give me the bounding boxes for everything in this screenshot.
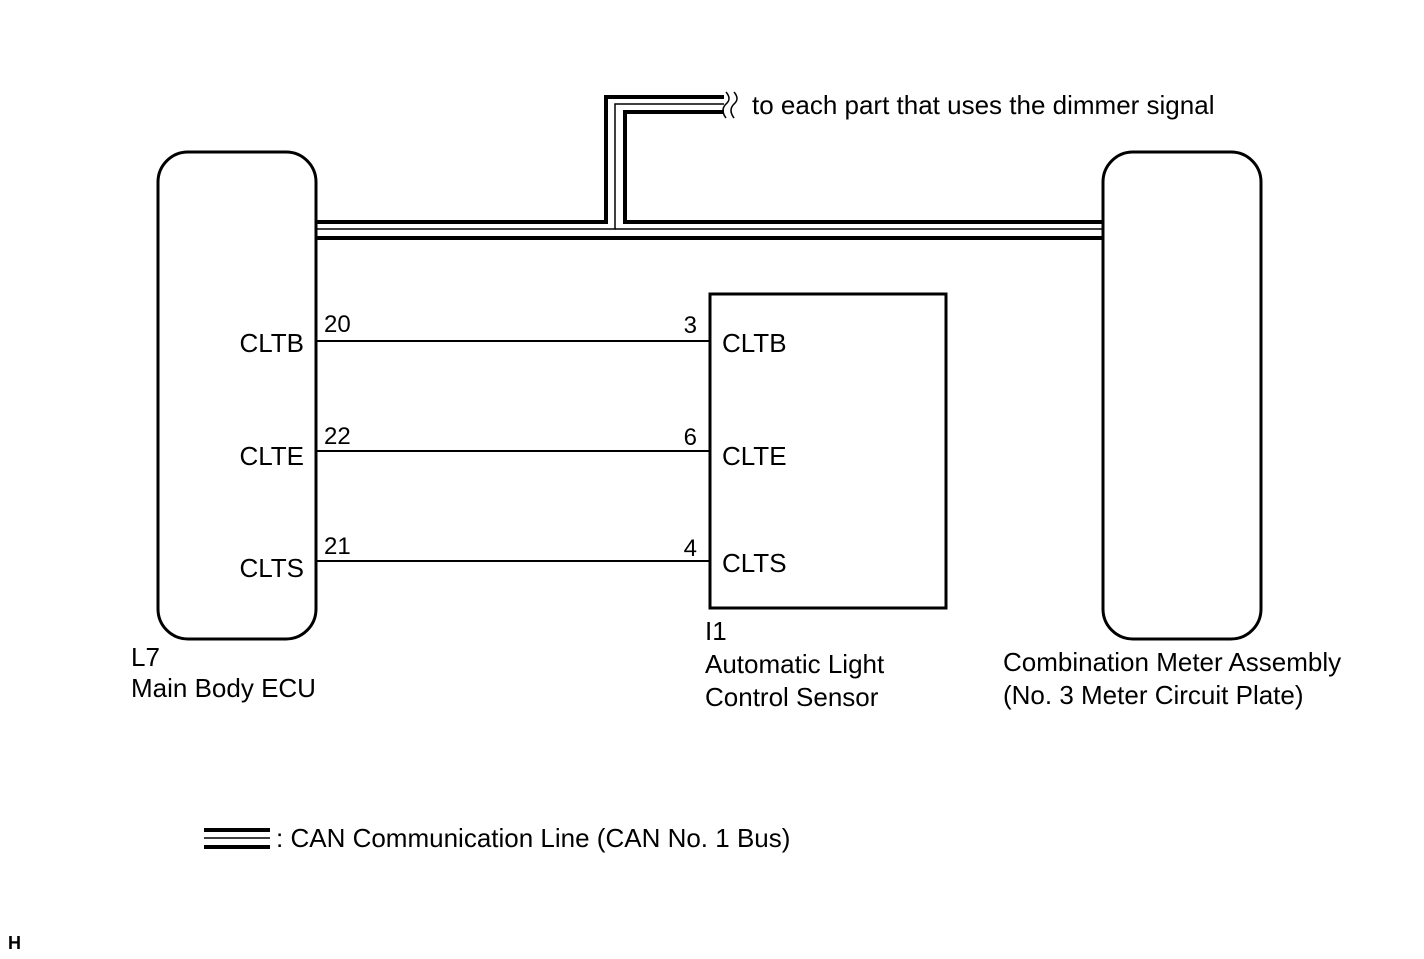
sensor-pin-4: 4 [684,535,697,562]
sensor-pin-3: 3 [684,312,697,339]
meter-name-line1: Combination Meter Assembly [1003,647,1341,677]
wire-break-symbol [722,91,738,119]
signal-wires [316,340,710,562]
main-body-ecu-box [156,150,318,641]
sensor-terminal-cltb: CLTB [722,328,787,358]
light-control-sensor-box [708,292,948,610]
ecu-code: L7 [131,642,160,672]
can-bus-lower-line-right [623,110,1103,224]
ecu-pin-22: 22 [324,423,351,450]
ecu-terminal-clts: CLTS [239,553,304,583]
combination-meter-box [1101,150,1263,641]
ecu-terminal-cltb: CLTB [239,328,304,358]
sensor-terminal-clts: CLTS [722,548,787,578]
legend-text: : CAN Communication Line (CAN No. 1 Bus) [276,823,790,853]
sensor-name-line2: Control Sensor [705,682,879,712]
ecu-terminal-clte: CLTE [239,441,304,471]
can-bus-upper-line [316,95,724,224]
dimmer-signal-note: to each part that uses the dimmer signal [752,90,1214,120]
ecu-pin-20: 20 [324,311,351,338]
sensor-code: I1 [705,616,727,646]
can-bus-middle-line [316,103,724,230]
corner-mark: H [8,933,21,953]
sensor-pin-6: 6 [684,424,697,451]
can-line-legend-symbol [204,828,270,849]
sensor-terminal-clte: CLTE [722,441,787,471]
meter-name-line2: (No. 3 Meter Circuit Plate) [1003,680,1304,710]
ecu-pin-21: 21 [324,533,351,560]
can-bus-lines [316,91,1103,240]
sensor-name-line1: Automatic Light [705,649,885,679]
ecu-name: Main Body ECU [131,673,316,703]
